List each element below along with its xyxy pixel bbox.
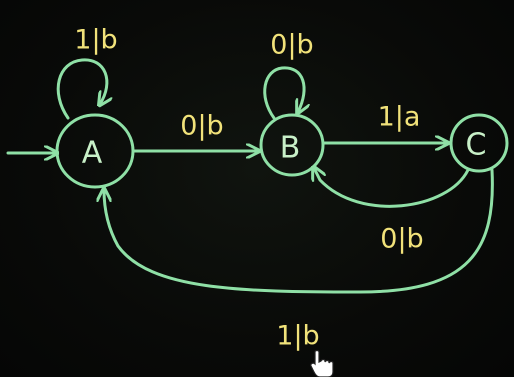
transition-c-to-b-label: 0|b: [380, 224, 423, 255]
transition-b-to-c-label: 1|a: [378, 102, 421, 133]
transition-b-self-label: 0|b: [270, 30, 313, 61]
state-c: C: [449, 113, 509, 173]
state-a-label: A: [82, 136, 103, 171]
state-b-circle: [259, 113, 325, 177]
state-b: B: [259, 113, 325, 177]
transition-a-to-b-label: 0|b: [180, 111, 223, 142]
hand-pointer-icon: [310, 349, 334, 377]
transition-b-self-loop: [263, 66, 304, 120]
state-c-circle: [449, 113, 509, 173]
transition-c-to-a-label: 1|b: [276, 321, 319, 352]
state-b-label: B: [280, 131, 301, 166]
transition-c-to-b: [314, 168, 470, 208]
transition-a-self-label: 1|b: [74, 25, 117, 56]
state-c-label: C: [466, 128, 487, 163]
state-a: A: [55, 113, 135, 189]
transition-a-self-loop: [56, 58, 107, 120]
transition-c-to-a: [104, 168, 494, 294]
